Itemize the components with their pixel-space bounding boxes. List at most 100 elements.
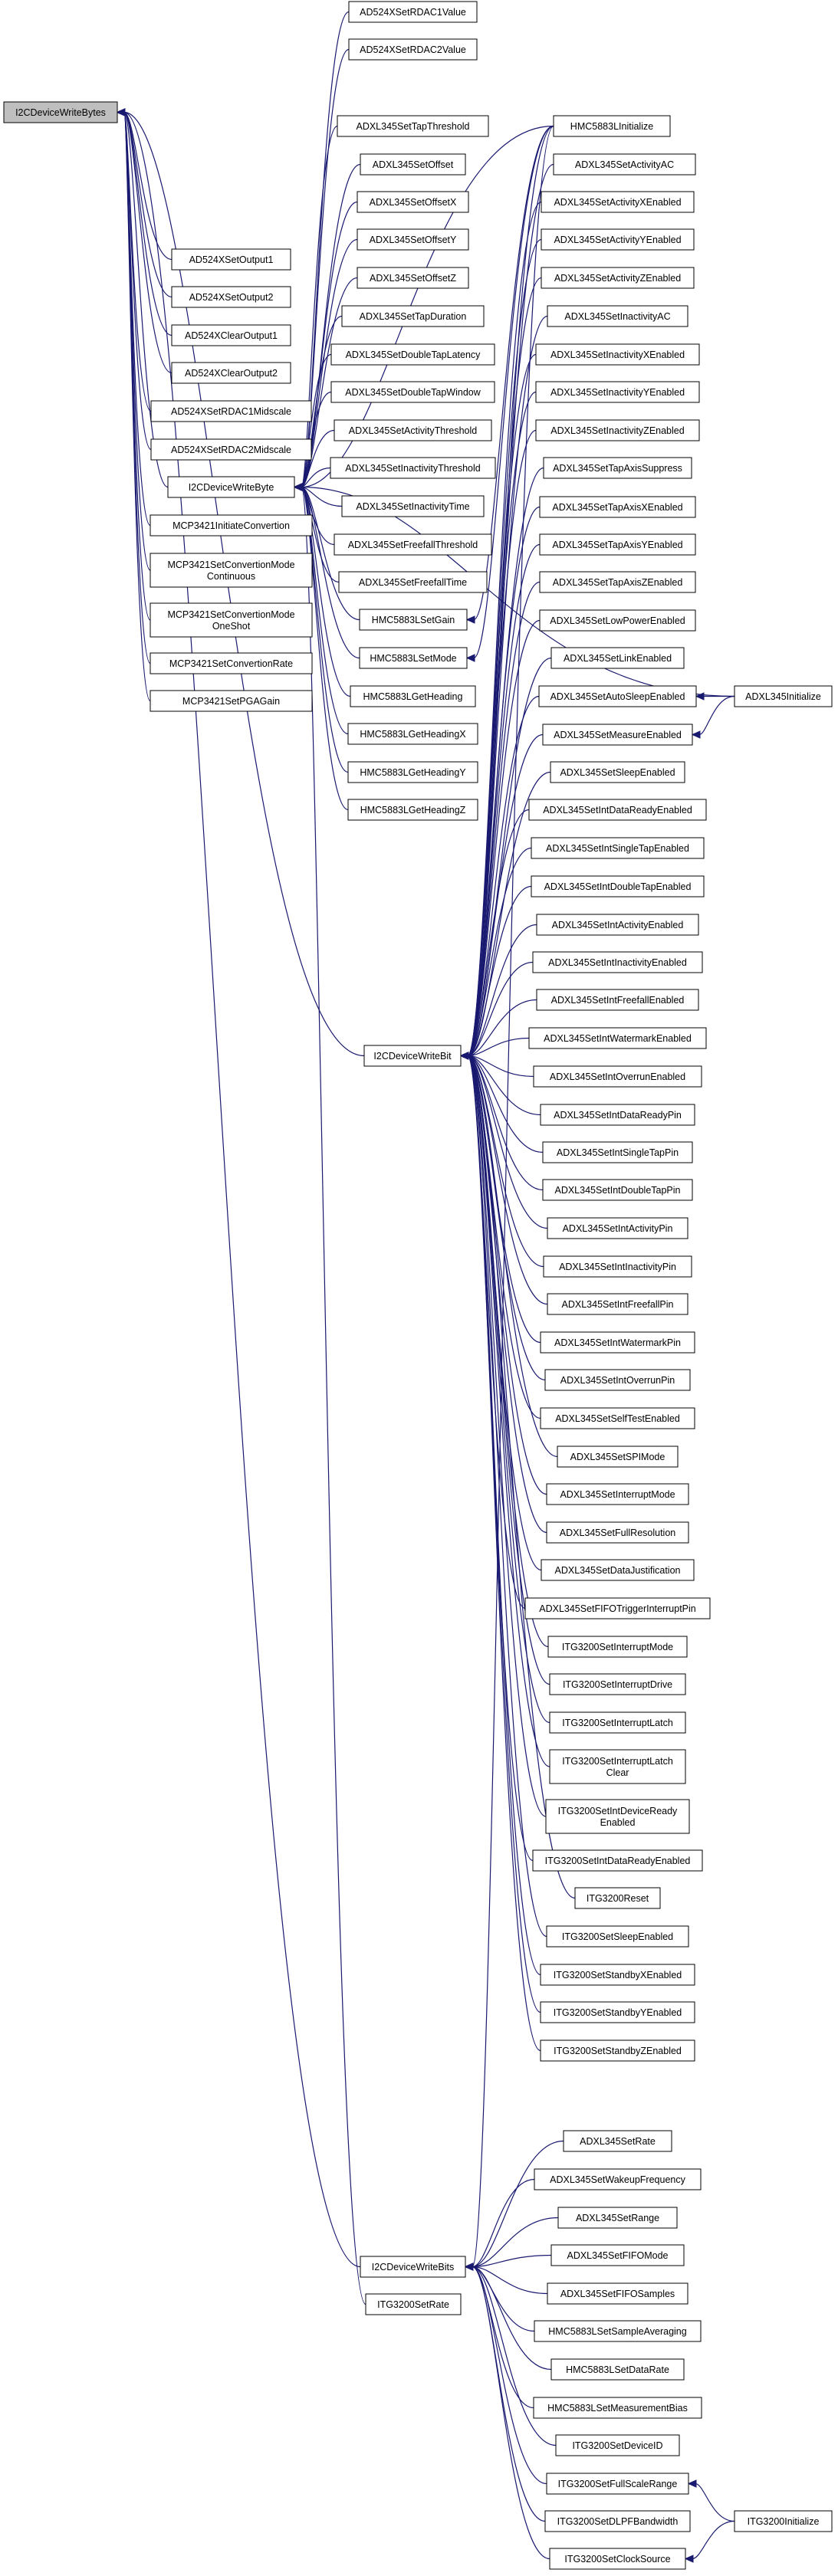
node-c-self[interactable]: ADXL345SetSelfTestEnabled [540, 1407, 695, 1429]
node-wbit[interactable]: I2CDeviceWriteBit [363, 1045, 462, 1067]
node-h-head[interactable]: HMC5883LGetHeading [350, 685, 476, 707]
node-d-fifos[interactable]: ADXL345SetFIFOSamples [547, 2282, 688, 2305]
node-b-tapth[interactable]: ADXL345SetTapThreshold [337, 115, 489, 137]
node-m-init[interactable]: MCP3421InitiateConvertion [150, 514, 313, 537]
node-t-intl[interactable]: ITG3200SetInterruptLatch [549, 1711, 686, 1734]
node-c-ist[interactable]: ADXL345SetIntSingleTapEnabled [531, 837, 705, 859]
node-c-tapx[interactable]: ADXL345SetTapAxisXEnabled [539, 496, 696, 518]
node-c-iactp[interactable]: ADXL345SetIntActivityPin [547, 1217, 688, 1239]
node-a-rdac1m[interactable]: AD524XSetRDAC1Midscale [150, 400, 312, 422]
node-t-intd[interactable]: ITG3200SetInterruptDrive [549, 1673, 686, 1695]
node-c-intm[interactable]: ADXL345SetInterruptMode [546, 1483, 689, 1505]
node-c-actx[interactable]: ADXL345SetActivityXEnabled [541, 191, 695, 213]
node-b-inactth[interactable]: ADXL345SetInactivityThreshold [330, 457, 496, 479]
node-t-sx[interactable]: ITG3200SetStandbyXEnabled [540, 1964, 695, 1986]
node-t-sy[interactable]: ITG3200SetStandbyYEnabled [540, 2001, 695, 2023]
node-c-iwmp[interactable]: ADXL345SetIntWatermarkPin [540, 1331, 695, 1354]
node-c-autos[interactable]: ADXL345SetAutoSleepEnabled [538, 685, 697, 707]
node-c-inac[interactable]: ADXL345SetInactivityAC [547, 305, 688, 327]
node-t-sz[interactable]: ITG3200SetStandbyZEnabled [540, 2039, 695, 2062]
node-h-hx[interactable]: HMC5883LGetHeadingX [347, 723, 478, 745]
node-c-tapsup[interactable]: ADXL345SetTapAxisSuppress [543, 457, 692, 479]
node-c-link[interactable]: ADXL345SetLinkEnabled [550, 647, 685, 669]
node-c-fullr[interactable]: ADXL345SetFullResolution [546, 1521, 689, 1544]
node-x-itg[interactable]: ITG3200Initialize [734, 2510, 833, 2532]
node-b-inactt[interactable]: ADXL345SetInactivityTime [341, 495, 485, 517]
node-d-fifom[interactable]: ADXL345SetFIFOMode [550, 2244, 685, 2266]
node-a-adc2[interactable]: AD524XClearOutput2 [171, 362, 291, 384]
node-c-iact[interactable]: ADXL345SetIntActivityEnabled [536, 914, 699, 936]
node-d-tdev[interactable]: ITG3200SetDeviceID [555, 2434, 680, 2456]
node-b-off[interactable]: ADXL345SetOffset [360, 153, 466, 176]
node-d-rate[interactable]: ADXL345SetRate [563, 2130, 672, 2152]
node-c-inx[interactable]: ADXL345SetInactivityXEnabled [535, 343, 700, 366]
node-b-tapdur[interactable]: ADXL345SetTapDuration [341, 305, 485, 327]
node-c-iinact[interactable]: ADXL345SetIntInactivityEnabled [532, 951, 703, 973]
node-wbits[interactable]: I2CDeviceWriteBits [360, 2256, 466, 2278]
node-t-idr[interactable]: ITG3200SetIntDataReadyEnabled [532, 1849, 703, 1872]
node-d-tdlpf[interactable]: ITG3200SetDLPFBandwidth [544, 2510, 691, 2532]
node-c-lowp[interactable]: ADXL345SetLowPowerEnabled [539, 609, 696, 632]
node-c-fifot[interactable]: ADXL345SetFIFOTriggerInterruptPin [524, 1597, 711, 1619]
node-c-iffp[interactable]: ADXL345SetIntFreefallPin [547, 1293, 688, 1315]
node-h-mode[interactable]: HMC5883LSetMode [359, 647, 468, 669]
node-c-idr[interactable]: ADXL345SetIntDataReadyEnabled [528, 799, 707, 821]
node-d-hbias[interactable]: HMC5883LSetMeasurementBias [533, 2397, 702, 2419]
node-c-iov[interactable]: ADXL345SetIntOverrunEnabled [533, 1065, 702, 1088]
node-a-adc1[interactable]: AD524XClearOutput1 [171, 324, 291, 346]
node-d-wake[interactable]: ADXL345SetWakeupFrequency [534, 2168, 702, 2190]
node-t-intm[interactable]: ITG3200SetInterruptMode [547, 1636, 688, 1658]
node-c-actz[interactable]: ADXL345SetActivityZEnabled [541, 267, 695, 289]
node-h-gain[interactable]: HMC5883LSetGain [359, 609, 468, 631]
node-c-meas[interactable]: ADXL345SetMeasureEnabled [542, 724, 693, 746]
node-b-offx[interactable]: ADXL345SetOffsetX [357, 191, 469, 213]
node-c-dataj[interactable]: ADXL345SetDataJustification [541, 1559, 695, 1581]
node-b-dtlat[interactable]: ADXL345SetDoubleTapLatency [330, 343, 495, 366]
node-c-iny[interactable]: ADXL345SetInactivityYEnabled [535, 381, 700, 403]
node-c-istp[interactable]: ADXL345SetIntSingleTapPin [542, 1141, 693, 1163]
node-d-hdr[interactable]: HMC5883LSetDataRate [550, 2358, 685, 2381]
node-d-havg[interactable]: HMC5883LSetSampleAveraging [534, 2320, 702, 2342]
node-c-tapz[interactable]: ADXL345SetTapAxisZEnabled [539, 571, 696, 593]
node-d-range[interactable]: ADXL345SetRange [557, 2207, 678, 2229]
node-c-actac[interactable]: ADXL345SetActivityAC [553, 153, 696, 176]
node-c-iwm[interactable]: ADXL345SetIntWatermarkEnabled [528, 1027, 707, 1049]
node-a-ad1[interactable]: AD524XSetOutput1 [171, 248, 291, 271]
node-c-spi[interactable]: ADXL345SetSPIMode [557, 1446, 679, 1468]
node-b-fft[interactable]: ADXL345SetFreefallTime [338, 571, 488, 593]
node-c-tapy[interactable]: ADXL345SetTapAxisYEnabled [539, 533, 696, 556]
node-h-init[interactable]: HMC5883LInitialize [553, 115, 671, 137]
node-b-actth[interactable]: ADXL345SetActivityThreshold [334, 419, 492, 441]
node-b-rdac1v[interactable]: AD524XSetRDAC1Value [348, 1, 478, 23]
node-x-adxl[interactable]: ADXL345Initialize [734, 685, 833, 707]
node-b-dtwin[interactable]: ADXL345SetDoubleTapWindow [330, 381, 495, 403]
node-c-idt[interactable]: ADXL345SetIntDoubleTapEnabled [531, 875, 705, 897]
node-t-sleep[interactable]: ITG3200SetSleepEnabled [546, 1925, 689, 1948]
node-m-pga[interactable]: MCP3421SetPGAGain [150, 690, 313, 712]
node-c-idtp[interactable]: ADXL345SetIntDoubleTapPin [542, 1179, 693, 1201]
node-c-iff[interactable]: ADXL345SetIntFreefallEnabled [536, 989, 699, 1011]
node-c-iinp[interactable]: ADXL345SetIntInactivityPin [543, 1255, 692, 1278]
node-a-ad2[interactable]: AD524XSetOutput2 [171, 286, 291, 308]
node-c-idrp[interactable]: ADXL345SetIntDataReadyPin [540, 1104, 695, 1126]
node-t-reset[interactable]: ITG3200Reset [574, 1887, 661, 1909]
node-h-hz[interactable]: HMC5883LGetHeadingZ [347, 799, 478, 821]
node-i-rate[interactable]: ITG3200SetRate [365, 2293, 462, 2315]
node-c-inz[interactable]: ADXL345SetInactivityZEnabled [535, 419, 700, 441]
node-d-tclk[interactable]: ITG3200SetClockSource [549, 2548, 686, 2570]
node-b-rdac2v[interactable]: AD524XSetRDAC2Value [348, 38, 478, 61]
node-b-offz[interactable]: ADXL345SetOffsetZ [357, 267, 469, 289]
node-b-ffth[interactable]: ADXL345SetFreefallThreshold [334, 533, 492, 556]
node-c-iovp[interactable]: ADXL345SetIntOverrunPin [544, 1369, 691, 1391]
node-h-hy[interactable]: HMC5883LGetHeadingY [347, 761, 478, 783]
node-c-acty[interactable]: ADXL345SetActivityYEnabled [541, 228, 695, 251]
node-d-tfsr[interactable]: ITG3200SetFullScaleRange [546, 2473, 689, 2495]
node-a-rdac2m[interactable]: AD524XSetRDAC2Midscale [150, 438, 312, 461]
node-c-sleep[interactable]: ADXL345SetSleepEnabled [550, 761, 685, 783]
node-root[interactable]: I2CDeviceWriteBytes [3, 101, 118, 123]
node-m-rate[interactable]: MCP3421SetConvertionRate [150, 652, 313, 674]
node-wbyte[interactable]: I2CDeviceWriteByte [167, 476, 295, 498]
